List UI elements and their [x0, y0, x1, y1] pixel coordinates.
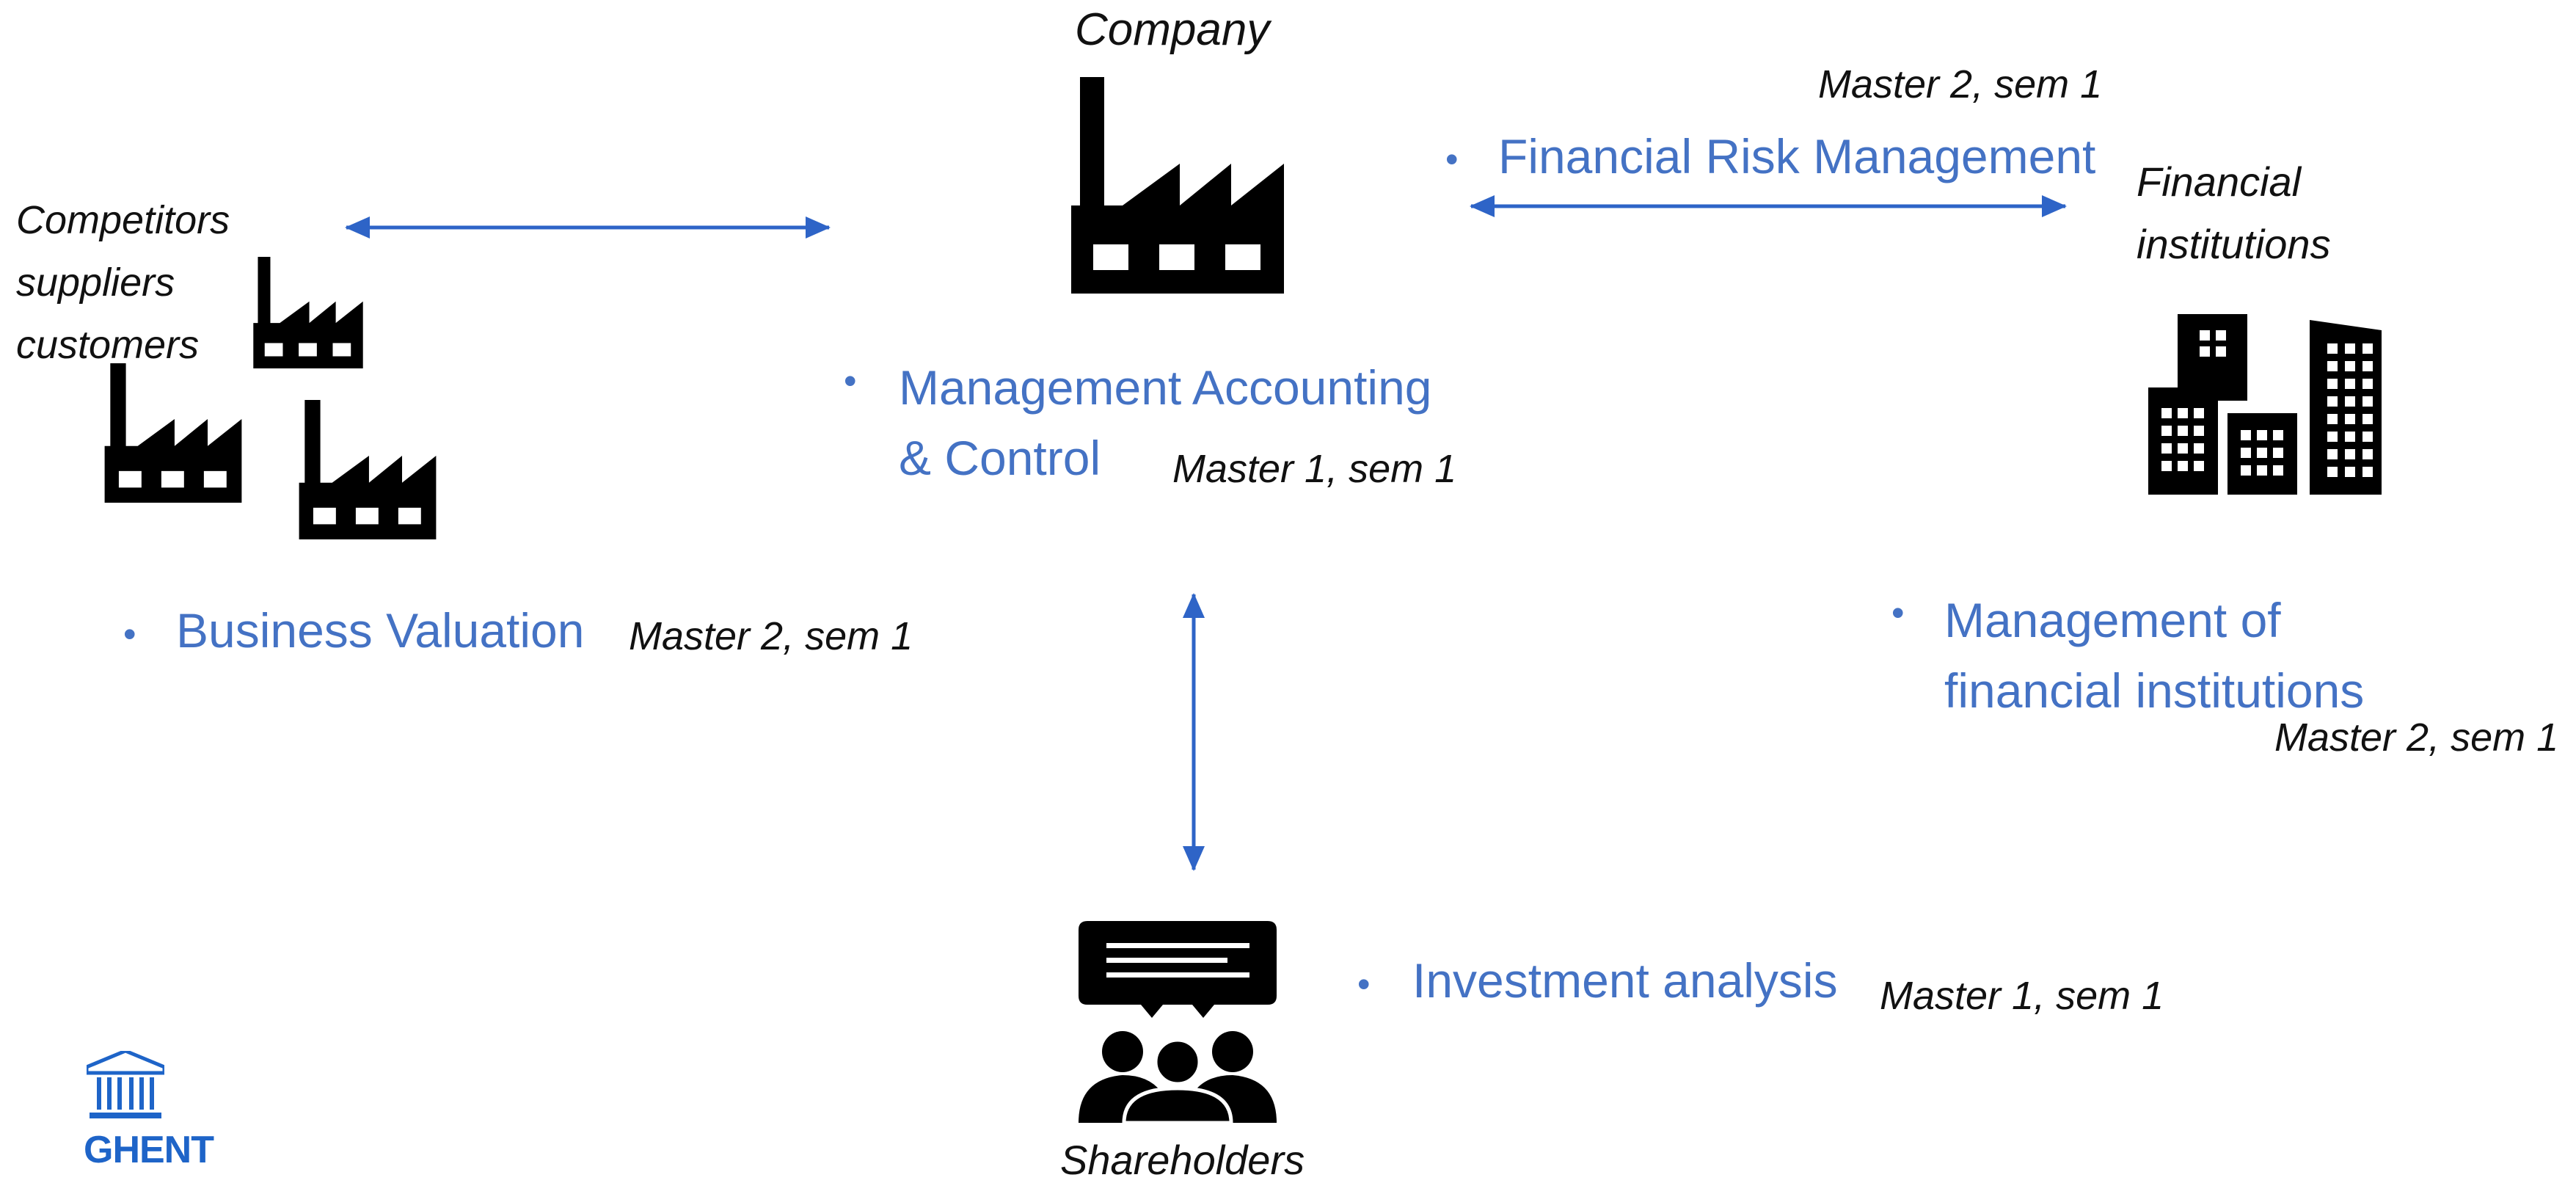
logo-text: GHENT	[84, 1129, 214, 1171]
business-valuation-term: Master 2, sem 1	[629, 614, 913, 658]
mac-term: Master 1, sem 1	[1172, 447, 1457, 491]
competitors-line: Competitors	[16, 198, 230, 242]
mfi-bullet: •	[1891, 592, 1905, 633]
shareholders-icon	[1079, 921, 1277, 1123]
suppliers-line: suppliers	[16, 261, 175, 305]
mfi-title-line-1: Management of	[1944, 593, 2281, 647]
financial-risk-term: Master 2, sem 1	[1818, 62, 2103, 106]
factory-icon	[253, 257, 363, 368]
mac-title-line-2: & Control	[899, 431, 1101, 485]
business-valuation-bullet: •	[123, 614, 136, 655]
investment-bullet: •	[1357, 964, 1371, 1005]
mac-bullet: •	[844, 360, 857, 401]
shareholders-label: Shareholders	[1060, 1137, 1305, 1183]
competitors-label: Competitors suppliers customers	[16, 189, 230, 376]
factory-icon	[1071, 77, 1284, 294]
financial-risk-bullet: •	[1445, 139, 1459, 180]
factory-icon	[104, 363, 242, 503]
business-valuation-title: Business Valuation	[176, 603, 585, 658]
office-buildings-icon	[2148, 314, 2382, 495]
factory-icon	[299, 400, 437, 539]
university-logo-icon	[87, 1051, 164, 1118]
company-label: Company	[1075, 4, 1270, 55]
mac-title-line-1: Management Accounting	[899, 360, 1432, 415]
mfi-title: Management of financial institutions	[1944, 585, 2364, 726]
customers-line: customers	[16, 323, 200, 367]
investment-title: Investment analysis	[1412, 953, 1838, 1008]
investment-term: Master 1, sem 1	[1880, 974, 2164, 1018]
financial-line: Financial	[2137, 159, 2302, 205]
mfi-title-line-2: financial institutions	[1944, 663, 2365, 718]
mfi-term: Master 2, sem 1	[2274, 716, 2559, 760]
financial-risk-title: Financial Risk Management	[1498, 129, 2096, 183]
financial-institutions-label: Financial institutions	[2137, 150, 2331, 275]
mac-title: Management Accounting & Control	[899, 352, 1431, 493]
institutions-line: institutions	[2137, 221, 2331, 267]
